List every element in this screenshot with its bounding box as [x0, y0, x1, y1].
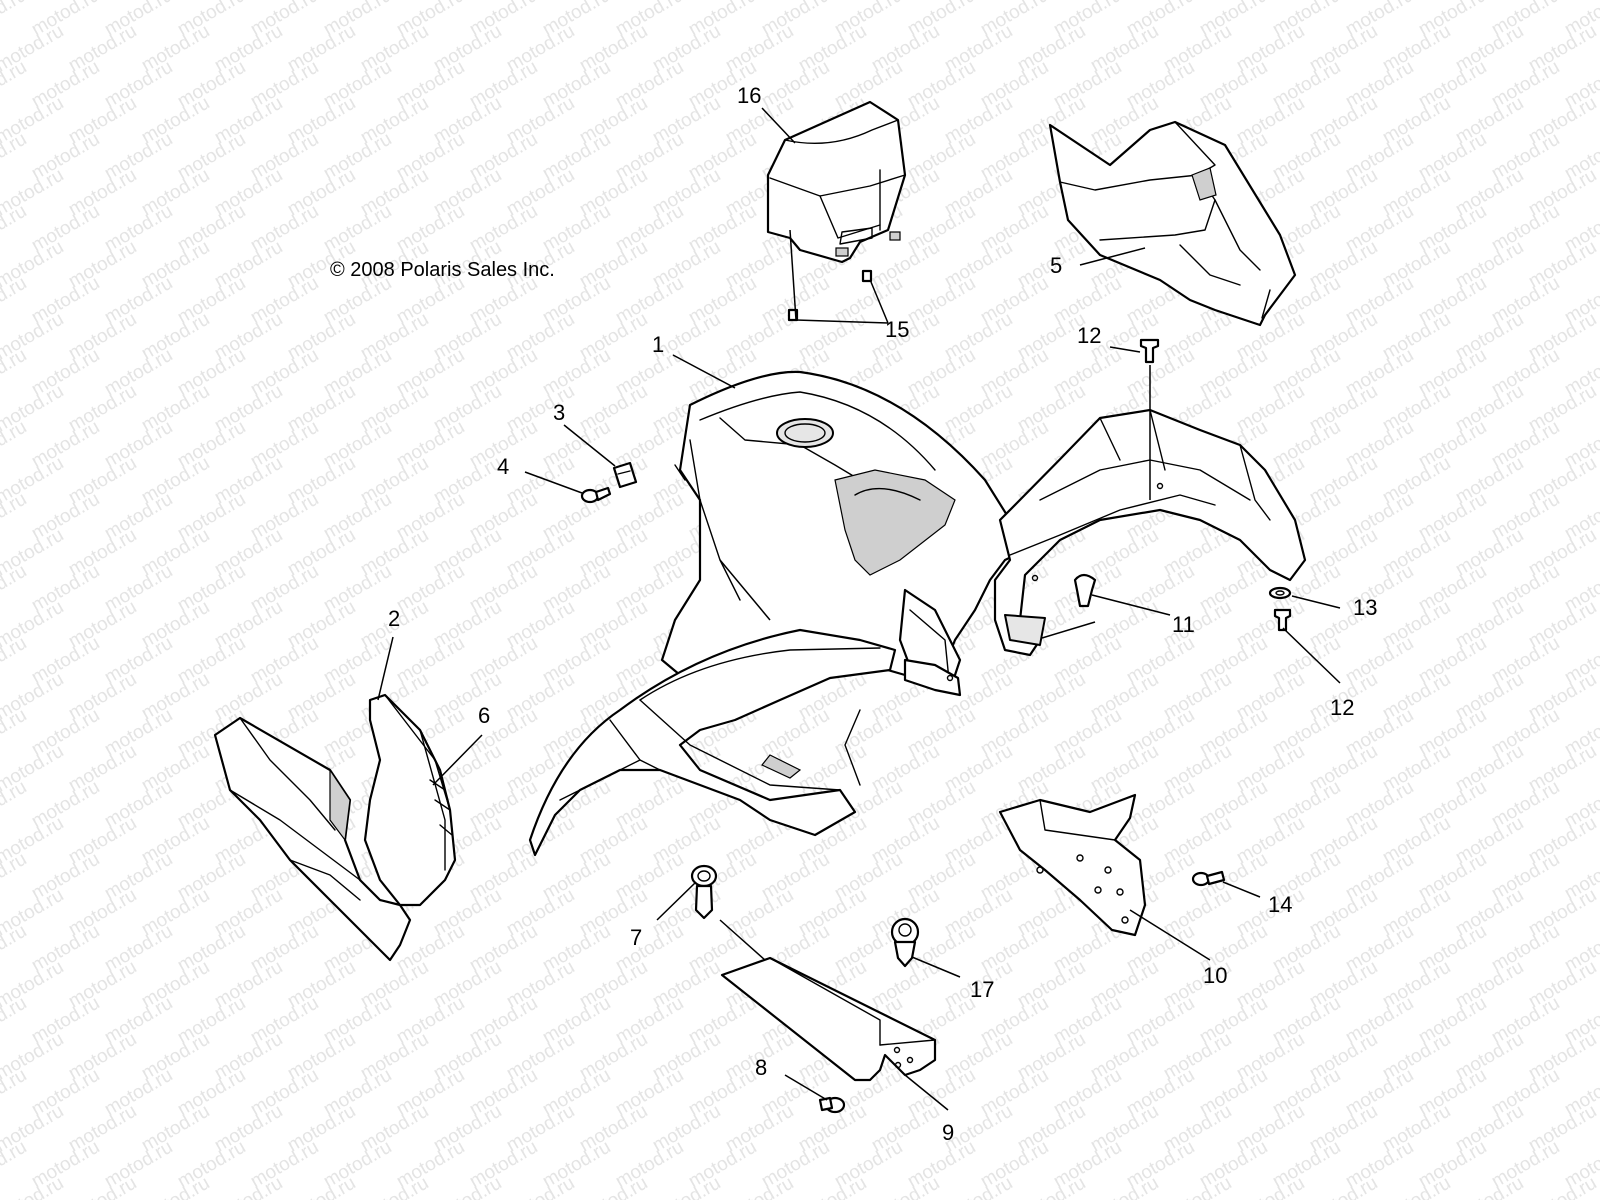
- callout-17: 17: [970, 977, 994, 1002]
- callout-3: 3: [553, 400, 565, 425]
- part-16-front-cover: [766, 100, 907, 264]
- callout-7: 7: [630, 925, 642, 950]
- callout-12-top: 12: [1077, 323, 1101, 348]
- callout-15: 15: [885, 317, 909, 342]
- part-8-screw: [818, 1096, 846, 1114]
- watermark-text: motod.ru: [0, 1137, 30, 1193]
- watermark-text: motod.ru: [0, 705, 30, 761]
- watermark-text: motod.ru: [0, 633, 30, 689]
- callout-1: 1: [652, 332, 664, 357]
- callout-2: 2: [388, 606, 400, 631]
- callout-9: 9: [942, 1120, 954, 1145]
- watermark-text: motod.ru: [0, 777, 30, 833]
- watermark-text: motod.ru: [0, 561, 30, 617]
- callout-4: 4: [497, 454, 509, 479]
- callout-16: 16: [737, 83, 761, 108]
- watermark-text: motod.ru: [0, 849, 30, 905]
- callout-10: 10: [1203, 963, 1227, 988]
- copyright-text: © 2008 Polaris Sales Inc.: [330, 259, 555, 281]
- watermark-text: motod.ru: [0, 129, 30, 185]
- watermark-text: motod.ru: [0, 921, 30, 977]
- callout-5: 5: [1050, 253, 1062, 278]
- watermark-text: motod.ru: [0, 57, 30, 113]
- callout-11: 11: [1172, 612, 1195, 637]
- watermark-text: motod.ru: [0, 993, 30, 1049]
- watermark-text: motod.ru: [0, 1065, 30, 1121]
- callout-8: 8: [755, 1055, 767, 1080]
- part-13-washer: [1268, 586, 1292, 600]
- watermark-text: motod.ru: [0, 345, 30, 401]
- callout-12-right: 12: [1330, 695, 1354, 720]
- callout-13: 13: [1353, 595, 1377, 620]
- watermark-text: motod.ru: [0, 489, 30, 545]
- part-12-screw-top: [1139, 338, 1160, 364]
- callout-6: 6: [478, 703, 490, 728]
- watermark-text: motod.ru: [0, 273, 30, 329]
- watermark-text: motod.ru: [0, 417, 30, 473]
- watermark-text: motod.ru: [0, 201, 30, 257]
- callout-14: 14: [1268, 892, 1292, 917]
- watermark-text: motod.ru: [0, 0, 30, 40]
